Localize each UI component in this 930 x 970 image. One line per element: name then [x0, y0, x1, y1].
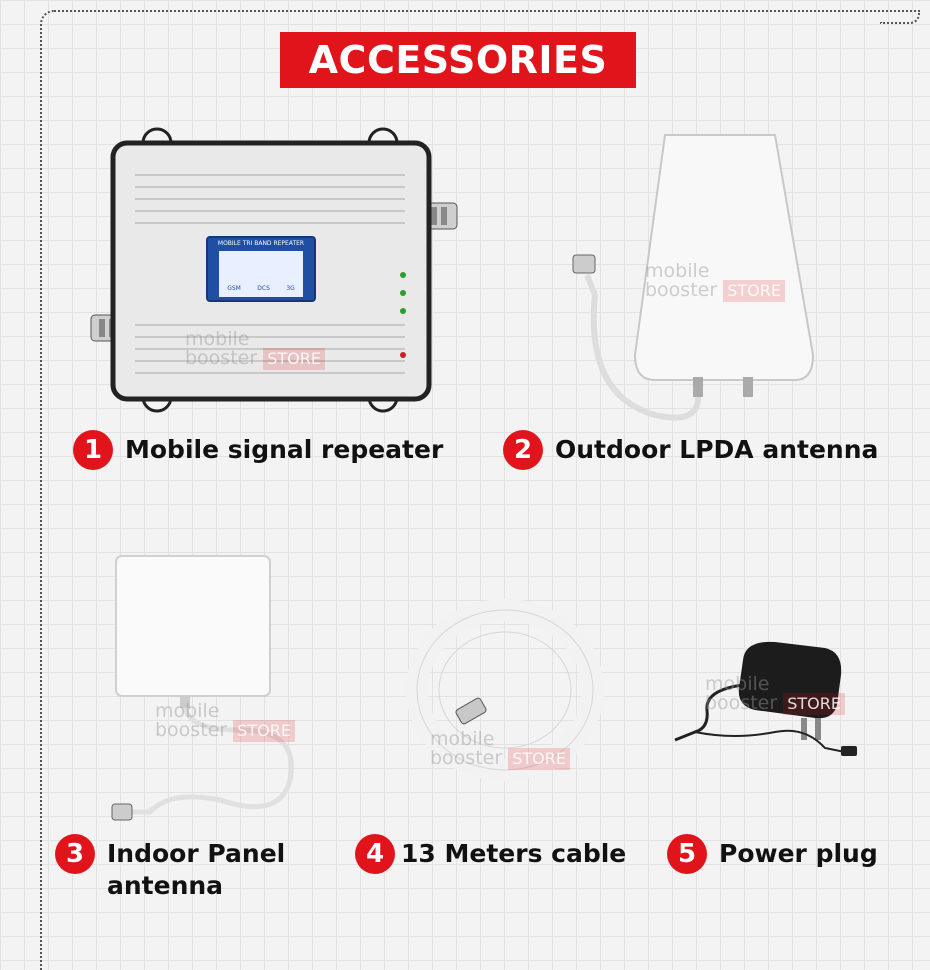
frame-corner — [880, 12, 920, 24]
caption-repeater: 1 Mobile signal repeater — [73, 430, 444, 470]
repeater-screen-bands: GSM DCS 3G — [219, 285, 303, 292]
number-badge: 1 — [73, 430, 113, 470]
number-badge: 5 — [667, 834, 707, 874]
number-badge: 2 — [503, 430, 543, 470]
caption-text: Power plug — [719, 839, 878, 868]
page-title: ACCESSORIES — [280, 32, 636, 88]
band-gsm: GSM — [227, 285, 241, 292]
caption-text: Outdoor LPDA antenna — [555, 435, 879, 464]
cable-coil-image — [405, 595, 605, 785]
caption-lpda-antenna: 2 Outdoor LPDA antenna — [503, 430, 879, 470]
repeater-screen-title: MOBILE TRI BAND REPEATER — [217, 240, 305, 247]
number-badge: 4 — [355, 834, 395, 874]
caption-cable: 4 13 Meters cable — [355, 834, 627, 874]
power-plug-image — [665, 630, 865, 780]
repeater-image — [85, 125, 465, 415]
dotted-frame — [40, 10, 920, 970]
lpda-antenna-image — [565, 125, 845, 425]
band-3g: 3G — [286, 285, 295, 292]
caption-power-plug: 5 Power plug — [667, 834, 878, 874]
caption-text: Mobile signal repeater — [125, 435, 444, 464]
number-badge: 3 — [55, 834, 95, 874]
band-dcs: DCS — [257, 285, 270, 292]
caption-text: 13 Meters cable — [401, 839, 627, 868]
panel-antenna-image — [110, 550, 330, 830]
